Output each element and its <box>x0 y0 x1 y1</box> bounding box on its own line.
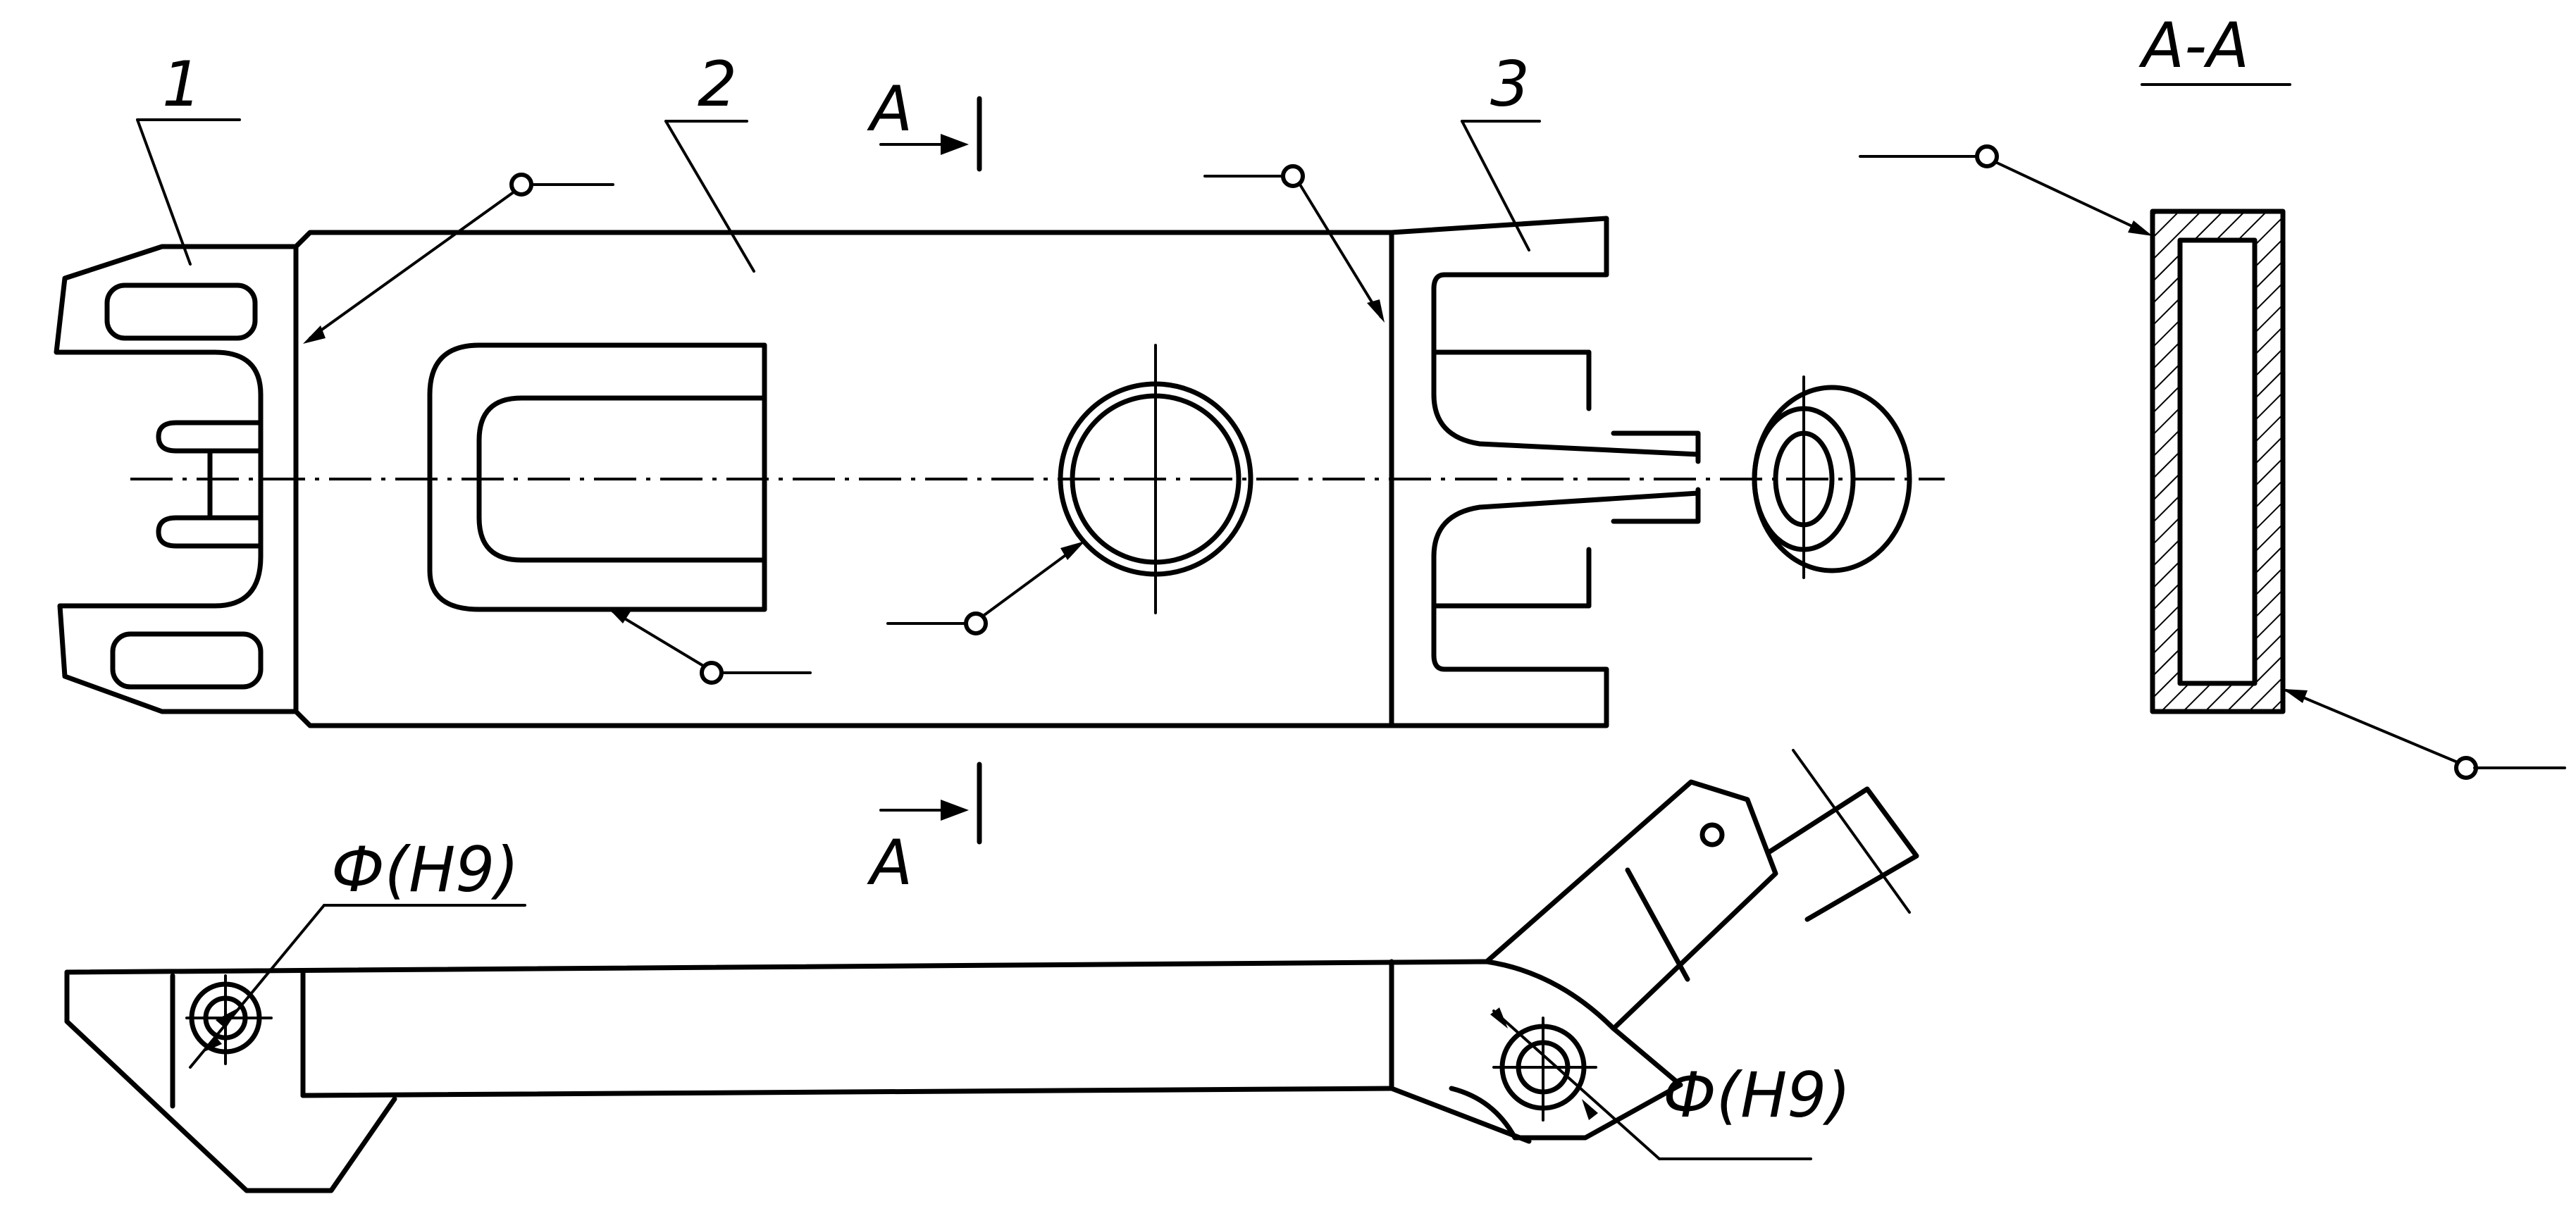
fit-callouts: Ф(Н9) Ф(Н9) <box>189 833 1851 1160</box>
fit-left-label: Ф(Н9) <box>331 833 519 906</box>
part-3-right-fork <box>1389 216 1912 728</box>
fit-right-label: Ф(Н9) <box>1663 1059 1851 1131</box>
part-number-callouts: 1 2 3 <box>136 48 1541 273</box>
top-view: 1 2 3 А А <box>54 48 1945 899</box>
part-2-label: 2 <box>698 48 737 120</box>
section-mark-bottom-label: А <box>867 826 912 899</box>
part-1-label: 1 <box>162 48 202 120</box>
section-a-a-title: А-А <box>2138 9 2249 82</box>
part-3-label: 3 <box>1490 48 1530 120</box>
section-cut-marks: А А <box>867 73 982 899</box>
weld-symbols-top-view <box>303 164 1385 685</box>
side-view <box>64 749 1919 1193</box>
section-a-a-view: А-А <box>1859 9 2566 780</box>
section-mark-top-label: А <box>867 73 912 145</box>
part-1-left-fork <box>54 244 299 714</box>
